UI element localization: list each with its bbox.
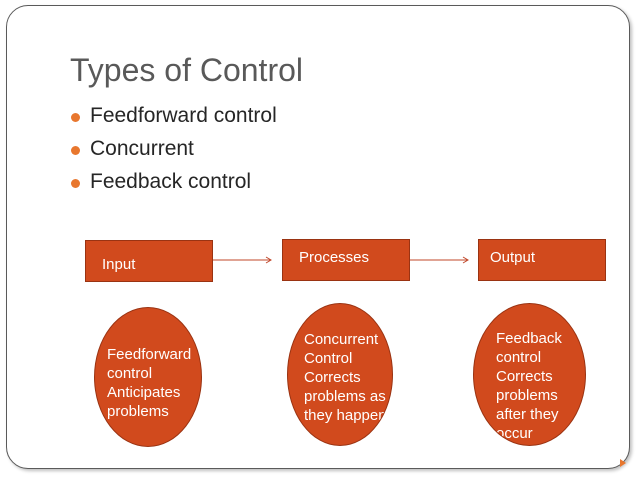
ellipse-line: Corrects [304, 369, 361, 386]
corner-accent-icon [620, 459, 626, 467]
bullet-list: Feedforward control Concurrent Feedback … [70, 104, 277, 203]
arrow-processes-to-output [410, 256, 469, 264]
ellipse-line: problems [107, 403, 169, 420]
ellipse-line: they happen [304, 407, 387, 424]
slide-title: Types of Control [70, 52, 303, 88]
bullet-dot-icon [71, 146, 80, 155]
ellipse-line: Control [304, 350, 353, 367]
concurrent-ellipse: Concurrent Control Corrects problems as … [287, 303, 393, 446]
bullet-item-feedback: Feedback control [70, 170, 277, 203]
feedforward-ellipse: Feedforward control Anticipates problems [94, 307, 202, 447]
output-box-label: Output [490, 249, 536, 266]
processes-box: Processes [282, 239, 410, 281]
arrow-input-to-processes [213, 256, 272, 264]
ellipse-line: control [496, 349, 542, 366]
ellipse-line: Anticipates [107, 384, 181, 401]
ellipse-line: Concurrent [304, 331, 379, 348]
ellipse-line: control [107, 365, 153, 382]
ellipse-line: after they [496, 406, 559, 423]
output-box: Output [478, 239, 606, 281]
feedback-ellipse: Feedback control Corrects problems after… [473, 303, 586, 446]
bullet-text: Feedback control [90, 170, 252, 193]
ellipse-line: Feedforward [107, 346, 192, 363]
ellipse-line: problems as [304, 388, 386, 405]
bullet-item-feedforward: Feedforward control [70, 104, 277, 137]
ellipse-line: problems [496, 387, 558, 404]
ellipse-line: occur [496, 425, 533, 442]
ellipse-line: Feedback [496, 330, 562, 347]
bullet-dot-icon [71, 113, 80, 122]
input-box: Input [85, 240, 213, 282]
bullet-text: Feedforward control [90, 104, 277, 127]
bullet-text: Concurrent [90, 137, 194, 160]
bullet-item-concurrent: Concurrent [70, 137, 277, 170]
ellipse-line: Corrects [496, 368, 553, 385]
processes-box-label: Processes [299, 249, 370, 266]
input-box-label: Input [102, 256, 136, 273]
bullet-dot-icon [71, 179, 80, 188]
